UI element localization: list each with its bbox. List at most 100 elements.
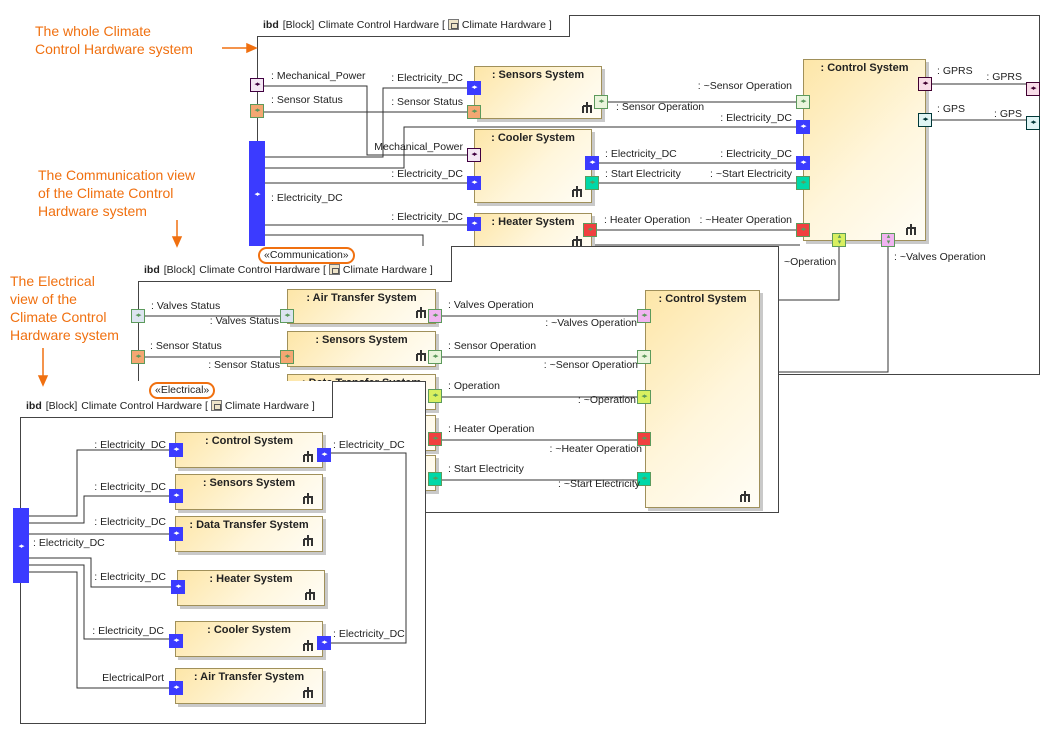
composition-icon	[572, 236, 582, 247]
part-block[interactable]: : Sensors System	[287, 331, 436, 367]
part-block[interactable]: : Sensors System	[175, 474, 323, 510]
port-start-electricity[interactable]: ◂▸	[428, 472, 442, 486]
part-block[interactable]: : Heater System	[177, 570, 325, 606]
port-sensor-status[interactable]: ◂▸	[131, 350, 145, 364]
port-label: : Operation	[448, 380, 500, 392]
composition-icon	[303, 640, 313, 651]
port-electricity[interactable]: ◂▸	[169, 527, 183, 541]
diagram-name: Climate Control Hardware [	[81, 400, 208, 412]
port-electricity[interactable]: ◂▸	[249, 141, 265, 246]
port-electricity[interactable]: ◂▸	[317, 636, 331, 650]
port-label: : Sensor Status	[208, 359, 280, 371]
part-block[interactable]: : Air Transfer System	[175, 668, 323, 704]
annotation-communication: The Communication view of the Climate Co…	[38, 167, 196, 219]
port-label: : Sensor Operation	[448, 340, 537, 352]
port-valves-operation[interactable]: ▴ ▾	[881, 233, 895, 247]
port-gprs[interactable]: ◂▸	[918, 77, 932, 91]
port-label: : Electricity_DC	[720, 148, 792, 160]
part-block[interactable]: : Control System	[803, 59, 926, 241]
port-operation[interactable]: ▴ ▾	[832, 233, 846, 247]
port-operation[interactable]: ◂▸	[637, 390, 651, 404]
part-block-title: : Heater System	[491, 216, 575, 228]
composition-icon	[572, 186, 582, 197]
part-block[interactable]: : Air Transfer System	[287, 289, 436, 324]
part-block-title: : Data Transfer System	[189, 519, 309, 531]
part-block[interactable]: : Data Transfer System	[175, 516, 323, 552]
port-label: : ~Heater Operation	[699, 214, 792, 226]
port-heater-operation[interactable]: ◂▸	[583, 223, 597, 237]
port-electricity[interactable]: ◂▸	[169, 681, 183, 695]
port-electricity[interactable]: ◂▸	[169, 489, 183, 503]
diagram-type: [Block]	[45, 400, 78, 412]
part-block-title: : Cooler System	[207, 624, 291, 636]
port-mechanical-power[interactable]: ◂▸	[250, 78, 264, 92]
port-valves-status[interactable]: ◂▸	[131, 309, 145, 323]
port-electricity[interactable]: ◂▸	[169, 443, 183, 457]
port-start-electricity[interactable]: ◂▸	[585, 176, 599, 190]
port-electricity[interactable]: ◂▸	[796, 120, 810, 134]
port-sensor-status[interactable]: ◂▸	[467, 105, 481, 119]
header-row: ibd[Block]Climate Control Hardware [Clim…	[144, 264, 433, 276]
composition-icon	[303, 451, 313, 462]
part-block[interactable]: : Cooler System	[474, 129, 592, 203]
annotation-whole: The whole Climate Control Hardware syste…	[35, 23, 193, 57]
part-block-title: : Air Transfer System	[193, 671, 305, 683]
part-block[interactable]: : Cooler System	[175, 621, 323, 657]
port-start-electricity[interactable]: ◂▸	[796, 176, 810, 190]
port-heater-operation[interactable]: ◂▸	[428, 432, 442, 446]
port-electricity[interactable]: ◂▸	[585, 156, 599, 170]
port-electricity[interactable]: ◂▸	[169, 634, 183, 648]
port-electricity[interactable]: ◂▸	[796, 156, 810, 170]
port-electricity[interactable]: ◂▸	[171, 580, 185, 594]
part-block-title: : Heater System	[209, 573, 293, 585]
port-operation[interactable]: ◂▸	[428, 389, 442, 403]
part-block-title: : Sensors System	[491, 69, 585, 81]
part-block-title: : Cooler System	[491, 132, 575, 144]
composition-icon	[740, 491, 750, 502]
part-block-title: : Control System	[820, 62, 909, 74]
diagram-type: [Block]	[163, 264, 196, 276]
port-valves-operation[interactable]: ◂▸	[428, 309, 442, 323]
port-gps[interactable]: ◂▸	[1026, 116, 1040, 130]
port-sensor-status[interactable]: ◂▸	[250, 104, 264, 118]
part-block-title: : Air Transfer System	[306, 292, 417, 304]
port-sensor-status[interactable]: ◂▸	[280, 350, 294, 364]
diagram-context: Climate Hardware ]	[224, 400, 315, 412]
port-valves-operation[interactable]: ◂▸	[637, 309, 651, 323]
port-label: : Sensor Status	[271, 94, 343, 106]
port-sensor-operation[interactable]: ◂▸	[594, 95, 608, 109]
stereotype-label: «Electrical»	[149, 382, 216, 399]
port-label: : Electricity_DC	[391, 211, 463, 223]
port-electricity[interactable]: ◂▸	[467, 217, 481, 231]
port-sensor-operation[interactable]: ◂▸	[637, 350, 651, 364]
part-block[interactable]: : Control System	[175, 432, 323, 468]
port-label: ~Operation	[784, 256, 837, 268]
port-label: : Valves Status	[209, 315, 279, 327]
port-label: : ~Start Electricity	[558, 478, 640, 490]
port-electricity[interactable]: ◂▸	[13, 508, 29, 583]
diagram-context: Climate Hardware ]	[342, 264, 433, 276]
port-heater-operation[interactable]: ◂▸	[637, 432, 651, 446]
port-start-electricity[interactable]: ◂▸	[637, 472, 651, 486]
port-electricity[interactable]: ◂▸	[317, 448, 331, 462]
port-heater-operation[interactable]: ◂▸	[796, 223, 810, 237]
port-electricity[interactable]: ◂▸	[467, 81, 481, 95]
port-sensor-operation[interactable]: ◂▸	[796, 95, 810, 109]
port-label: : ~Sensor Operation	[697, 80, 792, 92]
port-label: : Start Electricity	[605, 168, 681, 180]
port-sensor-operation[interactable]: ◂▸	[428, 350, 442, 364]
port-gps[interactable]: ◂▸	[918, 113, 932, 127]
composition-icon	[906, 224, 916, 235]
port-valves-status[interactable]: ◂▸	[280, 309, 294, 323]
port-mechanical-power[interactable]: ◂▸	[467, 148, 481, 162]
port-gprs[interactable]: ◂▸	[1026, 82, 1040, 96]
port-electricity[interactable]: ◂▸	[467, 176, 481, 190]
part-block[interactable]: : Sensors System	[474, 66, 602, 119]
port-label: : Heater Operation	[604, 214, 691, 226]
port-label: : Electricity_DC	[94, 571, 166, 583]
part-block[interactable]: : Control System	[645, 290, 760, 508]
composition-icon	[582, 102, 592, 113]
